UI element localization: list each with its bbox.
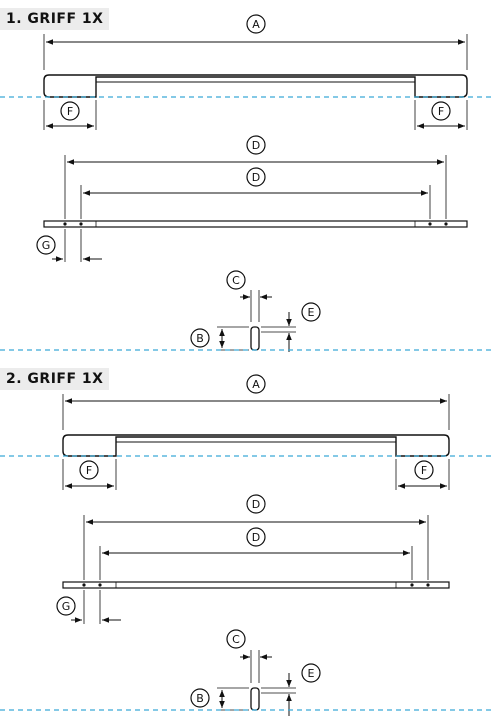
hole-1d <box>444 222 448 226</box>
hole-2c <box>410 583 414 587</box>
callout-f-right-1-text: F <box>438 105 444 118</box>
callout-a-1-text: A <box>252 18 260 31</box>
hole-1c <box>428 222 432 226</box>
callout-f-right-2 <box>414 460 434 480</box>
callout-g-2-text: G <box>62 600 71 613</box>
section-1-title: 1. GRIFF 1X <box>0 8 110 30</box>
callout-f-right-1 <box>431 101 451 121</box>
callout-c-1-text: C <box>232 274 240 287</box>
callout-a-1 <box>246 14 266 34</box>
callout-f-left-2 <box>79 460 99 480</box>
callout-f-right-2-text: F <box>421 464 427 477</box>
cross-section-1 <box>250 326 260 351</box>
callout-b-2-text: B <box>196 692 204 705</box>
callout-b-1-text: B <box>196 332 204 345</box>
callout-d-outer-2 <box>246 494 266 514</box>
callout-g-1 <box>36 235 56 255</box>
callout-c-2 <box>226 629 246 649</box>
callout-f-left-1-text: F <box>67 105 73 118</box>
section-2-top-view <box>62 515 450 624</box>
hole-1b <box>79 222 83 226</box>
hole-2d <box>426 583 430 587</box>
callout-d-inner-2-text: D <box>252 531 260 544</box>
callout-c-2-text: C <box>232 633 240 646</box>
section-2-title: 2. GRIFF 1X <box>0 368 110 390</box>
callout-d-outer-1 <box>246 135 266 155</box>
callout-e-2-text: E <box>308 667 315 680</box>
callout-g-1-text: G <box>42 239 51 252</box>
callout-a-2-text: A <box>252 378 260 391</box>
hole-2b <box>98 583 102 587</box>
section-1-front-view <box>43 34 468 130</box>
callout-d-outer-1-text: D <box>252 139 260 152</box>
callout-d-inner-1-text: D <box>252 171 260 184</box>
callout-f-left-1 <box>60 101 80 121</box>
hole-2a <box>82 583 86 587</box>
callout-f-left-2-text: F <box>86 464 92 477</box>
callout-e-1-text: E <box>308 306 315 319</box>
section-1-top-view <box>43 155 468 262</box>
callout-a-2 <box>246 374 266 394</box>
callout-e-2 <box>301 663 321 683</box>
section-2-front-view <box>62 394 450 490</box>
callout-b-2 <box>190 688 210 708</box>
callout-d-outer-2-text: D <box>252 498 260 511</box>
callout-e-1 <box>301 302 321 322</box>
callout-d-inner-1 <box>246 167 266 187</box>
callout-c-1 <box>226 270 246 290</box>
callout-d-inner-2 <box>246 527 266 547</box>
hole-1a <box>63 222 67 226</box>
callout-g-2 <box>56 596 76 616</box>
cross-section-2 <box>250 687 260 711</box>
callout-b-1 <box>190 328 210 348</box>
